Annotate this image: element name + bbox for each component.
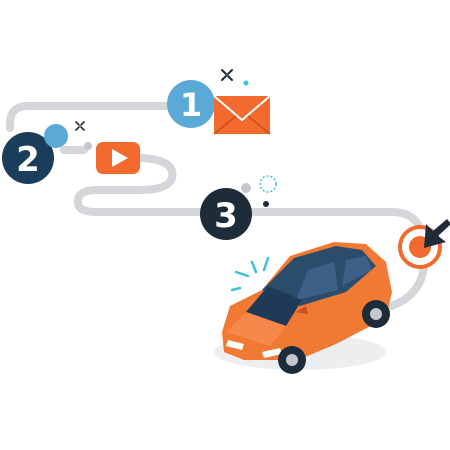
dot-decoration (243, 80, 249, 86)
step-2-badge: 2 (2, 132, 54, 184)
target-cursor-icon (398, 219, 450, 269)
journey-path (6, 102, 428, 310)
step-1-number: 1 (180, 86, 202, 124)
dot-decoration (84, 142, 92, 150)
email-envelope-icon (213, 95, 271, 135)
sparkle-icon (75, 121, 85, 131)
step-3-badge: 3 (200, 188, 252, 240)
dotted-ring-decoration (259, 175, 277, 193)
dot-decoration (263, 201, 269, 207)
step-1-badge: 1 (167, 80, 215, 128)
motion-lines-decoration (230, 256, 270, 292)
dot-decoration (241, 183, 251, 193)
step-3-number: 3 (214, 196, 238, 236)
bubble-decoration (44, 124, 68, 148)
orange-car-icon (214, 242, 392, 374)
step-2-number: 2 (16, 140, 40, 180)
sparkle-icon (221, 69, 233, 81)
video-play-icon (96, 142, 140, 174)
